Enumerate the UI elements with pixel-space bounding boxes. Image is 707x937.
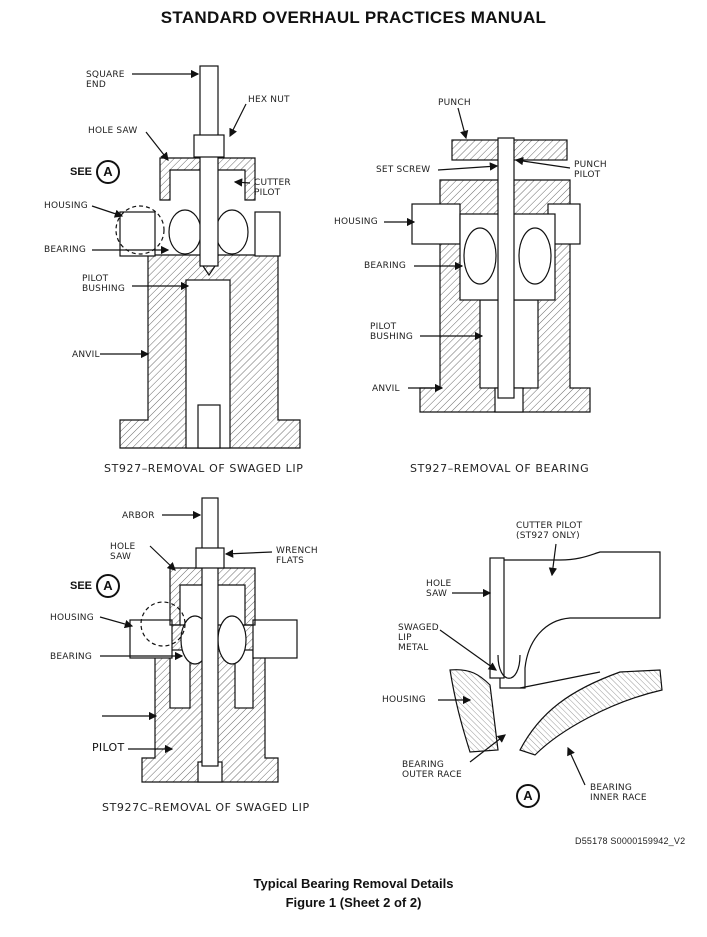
- caption-fig1: ST927–REMOVAL OF SWAGED LIP: [104, 462, 304, 475]
- label-punch: PUNCH: [438, 98, 471, 108]
- label-outer-race: BEARING OUTER RACE: [402, 760, 462, 780]
- label-cutter-pilot: CUTTER PILOT: [254, 178, 291, 198]
- fig3-drawing: [99, 497, 298, 783]
- label-arbor: ARBOR: [122, 511, 155, 521]
- caption-fig3: ST927C–REMOVAL OF SWAGED LIP: [102, 801, 310, 814]
- label-punch-pilot: PUNCH PILOT: [574, 160, 607, 180]
- label-housing-3: HOUSING: [50, 613, 94, 623]
- caption-fig2: ST927–REMOVAL OF BEARING: [410, 462, 590, 475]
- label-hole-saw-4: HOLE SAW: [426, 579, 452, 599]
- label-swaged-lip: SWAGED LIP METAL: [398, 623, 439, 653]
- label-cutter-pilot-4: CUTTER PILOT (ST927 ONLY): [516, 521, 583, 541]
- label-bearing: BEARING: [44, 245, 87, 255]
- label-hex-nut: HEX NUT: [248, 95, 290, 105]
- label-anvil: ANVIL: [72, 350, 100, 360]
- label-wrench-flats: WRENCH FLATS: [276, 546, 318, 566]
- figure-sheet: Figure 1 (Sheet 2 of 2): [285, 895, 422, 910]
- detail-a-callout-3: A: [96, 574, 120, 598]
- figure-title: Typical Bearing Removal Details: [253, 876, 454, 891]
- label-hole-saw: HOLE SAW: [88, 126, 138, 136]
- label-bearing-2: BEARING: [364, 261, 407, 271]
- page-title: STANDARD OVERHAUL PRACTICES MANUAL: [160, 8, 547, 27]
- label-pilot-bushing: PILOT BUSHING: [82, 274, 126, 294]
- detail-a-marker: A: [516, 784, 540, 808]
- label-housing: HOUSING: [44, 201, 88, 211]
- label-hole-saw-3: HOLE SAW: [110, 542, 136, 562]
- label-set-screw: SET SCREW: [376, 165, 431, 175]
- label-anvil-2: ANVIL: [372, 384, 400, 394]
- label-inner-race: BEARING INNER RACE: [590, 783, 647, 803]
- fig1-drawing: [91, 65, 301, 449]
- fig2-drawing: [384, 107, 591, 413]
- label-bearing-3: BEARING: [50, 652, 93, 662]
- label-see: SEE: [70, 166, 93, 178]
- detail-a-callout: A: [96, 160, 120, 184]
- label-housing-2: HOUSING: [334, 217, 378, 227]
- label-pilot-bushing-2: PILOT BUSHING: [370, 322, 414, 342]
- label-square-end: SQUARE END: [86, 70, 125, 90]
- drawing-reference: D55178 S0000159942_V2: [575, 836, 686, 846]
- label-see-3: SEE: [70, 580, 93, 592]
- label-pilot: PILOT: [92, 741, 125, 754]
- fig4-drawing: [438, 543, 663, 786]
- label-housing-4: HOUSING: [382, 695, 426, 705]
